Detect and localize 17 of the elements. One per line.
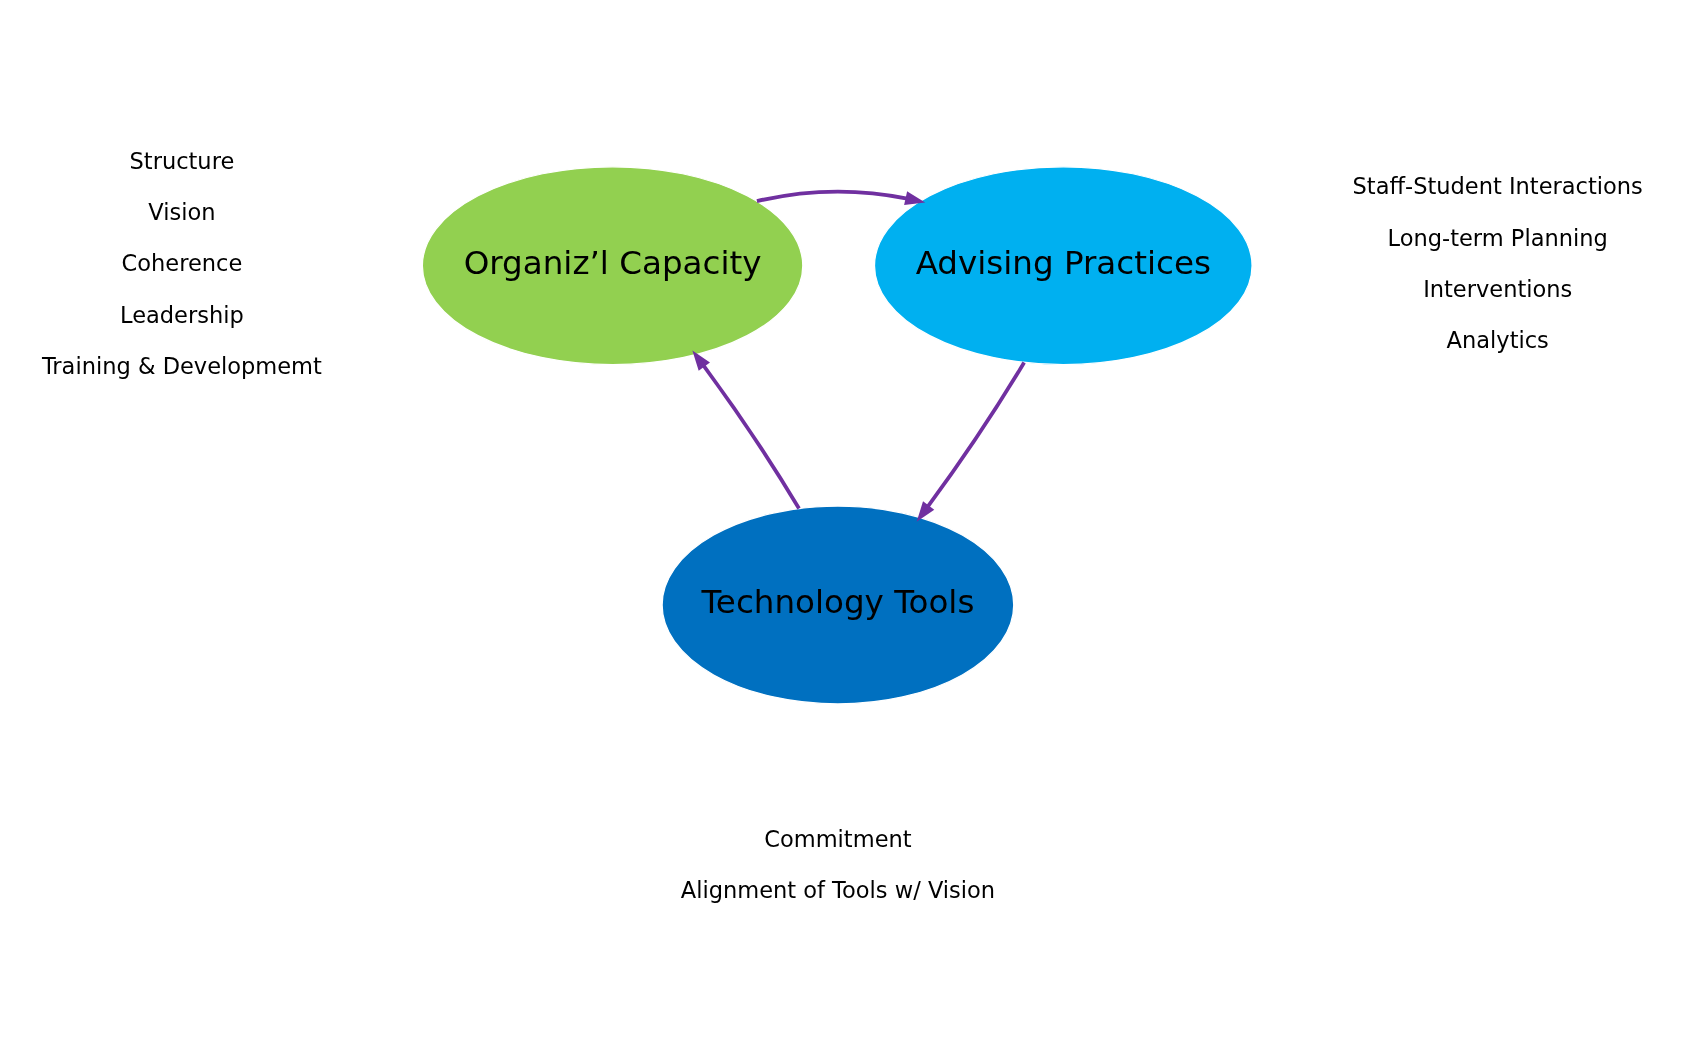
node-label: Alignment of Tools w/ Vision — [680, 876, 996, 903]
node-label: Vision — [148, 198, 216, 225]
node-label: Analytics — [1446, 326, 1549, 353]
arrow — [756, 189, 926, 205]
node-ellipse: Advising Practices — [873, 165, 1253, 365]
arrow — [916, 361, 1026, 522]
node-label: Long-term Planning — [1387, 224, 1608, 251]
node-label: Staff-Student Interactions — [1352, 172, 1643, 199]
node-label: Structure — [129, 147, 235, 174]
node-label: Leadership — [120, 301, 244, 328]
arrow — [692, 349, 801, 509]
node-label: Interventions — [1423, 275, 1573, 302]
node-label: Commitment — [764, 825, 912, 852]
node-ellipse: Organiz’l Capacity — [421, 165, 804, 365]
node-ellipse: Technology Tools — [661, 504, 1015, 705]
node-label: Coherence — [121, 249, 243, 276]
node-label: Training & Developmemt — [41, 352, 322, 379]
